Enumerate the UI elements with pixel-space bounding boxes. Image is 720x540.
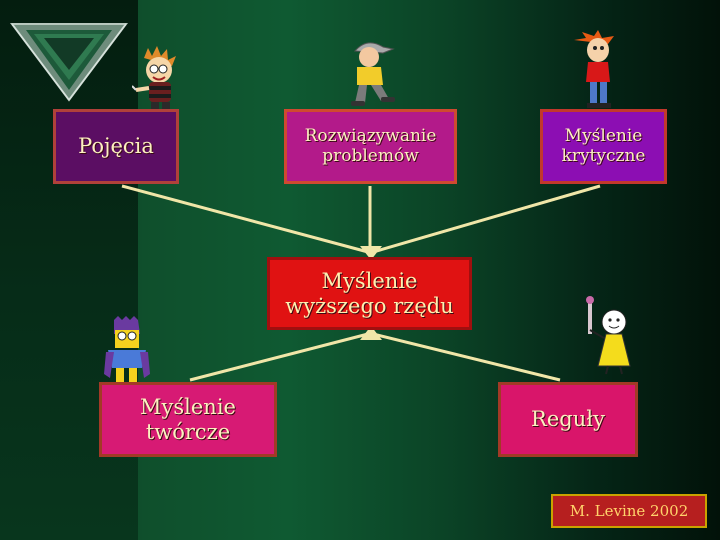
girl-with-wand-cartoon-icon xyxy=(578,294,638,376)
concept-reguly-label: Reguły xyxy=(531,407,605,431)
concept-tworcze-label: Myślenie twórcze xyxy=(140,395,236,443)
connector-reguly xyxy=(373,334,560,380)
concept-pojecia-label: Pojęcia xyxy=(78,134,154,158)
redhead-boy-cartoon-icon xyxy=(568,30,624,110)
connector-tworcze xyxy=(190,334,368,380)
concept-rozwiazywanie-label: Rozwiązywanie problemów xyxy=(305,127,437,166)
concept-center-label: Myślenie wyższego rzędu xyxy=(285,269,453,317)
author-credit-label: M. Levine 2002 xyxy=(570,502,688,520)
concept-myslenie-krytyczne: Myślenie krytyczne xyxy=(540,109,667,184)
boy-with-cap-cartoon-icon xyxy=(343,37,397,109)
author-credit: M. Levine 2002 xyxy=(551,494,707,528)
concept-krytyczne-label: Myślenie krytyczne xyxy=(562,127,646,166)
bart-cartoon-icon xyxy=(104,316,150,386)
concept-rozwiazywanie-problemow: Rozwiązywanie problemów xyxy=(284,109,457,184)
connector-krytyczne xyxy=(373,186,600,252)
concept-myslenie-tworcze: Myślenie twórcze xyxy=(99,382,277,457)
concept-myslenie-wyzszego-rzedu: Myślenie wyższego rzędu xyxy=(267,257,472,330)
concept-reguly: Reguły xyxy=(498,382,638,457)
concept-pojecia: Pojęcia xyxy=(53,109,179,184)
connector-pojecia xyxy=(122,186,368,252)
